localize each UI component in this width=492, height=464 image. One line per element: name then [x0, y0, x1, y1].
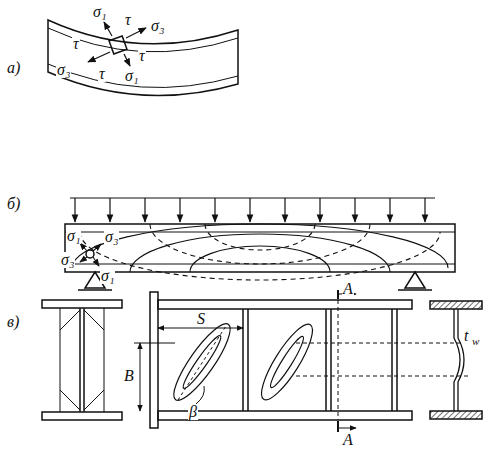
symbol-label: A	[342, 432, 354, 448]
symbol-label: τ	[138, 48, 146, 64]
panel-letter: б)	[6, 196, 21, 212]
beam	[65, 224, 455, 272]
symbol-label: σ₁	[100, 268, 115, 284]
symbol-label: A	[342, 281, 354, 297]
symbol-label: σ₃	[150, 18, 165, 34]
plate	[48, 20, 238, 96]
symbol-label: τ	[124, 12, 132, 28]
symbol-label: σ₃	[104, 229, 119, 245]
symbol-label: σ₁	[66, 228, 81, 244]
symbol-label: w	[471, 336, 480, 347]
symbol-label: σ₁	[92, 4, 107, 20]
element	[109, 36, 127, 54]
panel-letter: а)	[6, 60, 21, 76]
symbol-label: τ	[98, 66, 106, 82]
symbol-label: S	[196, 311, 206, 327]
symbol-label: t	[463, 328, 469, 344]
end-plate	[150, 292, 158, 428]
symbol-label: β	[188, 404, 198, 420]
panel-letter: в)	[6, 314, 20, 330]
symbol-label: σ₃	[60, 252, 75, 268]
symbol-label: σ₁	[124, 68, 139, 84]
symbol-label: σ₃	[56, 62, 71, 78]
symbol-label: B	[123, 368, 135, 384]
symbol-label: τ	[72, 36, 80, 52]
